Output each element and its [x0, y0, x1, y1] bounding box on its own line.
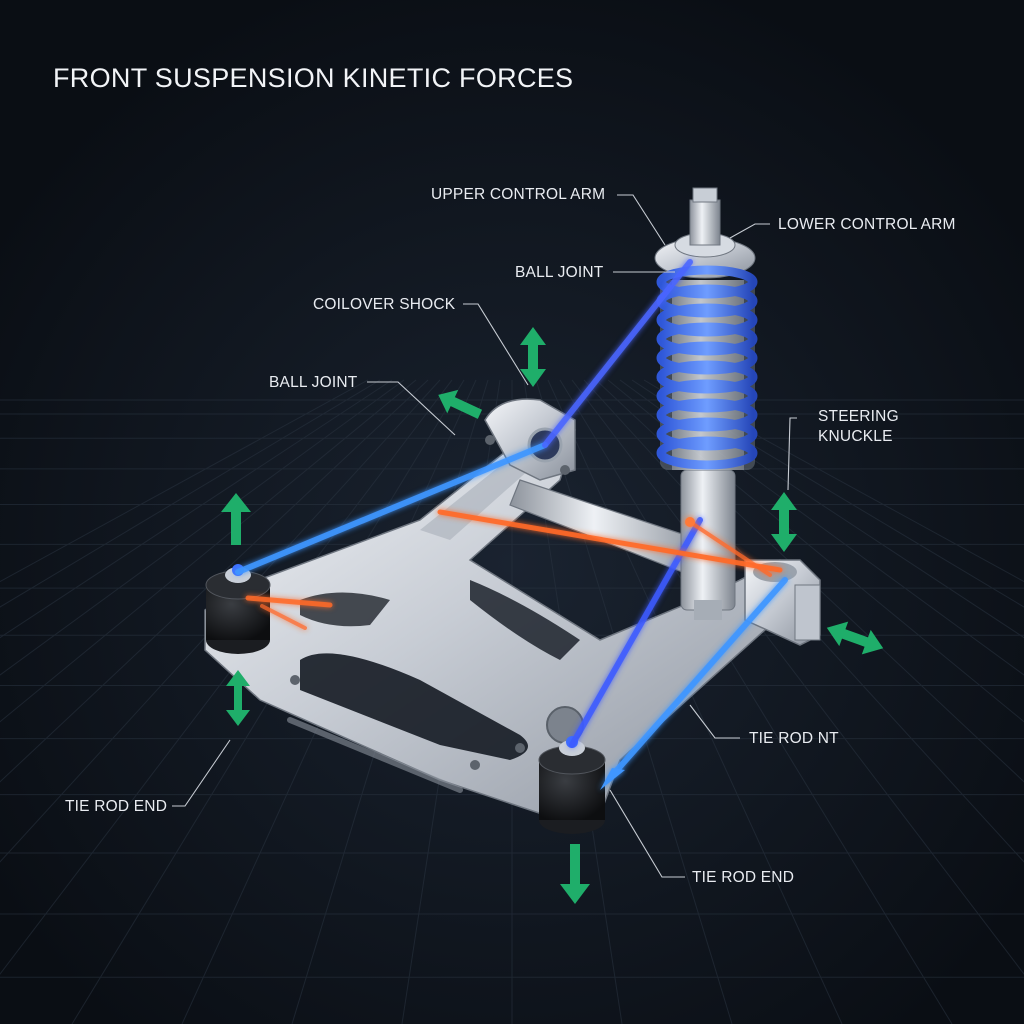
orange-force-line: [688, 520, 772, 577]
blue-force-lines: [235, 259, 788, 790]
double-arrow-horizontal: [826, 621, 884, 655]
label-upper-control-arm: UPPER CONTROL ARM: [431, 186, 606, 203]
up-arrow: [221, 493, 251, 545]
bottom-bushing: [538, 736, 606, 834]
label-tie-rod-nt: TIE ROD NT: [749, 730, 839, 747]
coilover-shock: [654, 187, 758, 620]
coil-spring: [656, 265, 758, 470]
blue-force-line: [569, 517, 703, 748]
spring-coil: [656, 265, 758, 299]
spring-coil: [656, 341, 758, 375]
blue-force-line: [542, 259, 693, 448]
double-arrow-vertical: [520, 327, 546, 387]
page-title: FRONT SUSPENSION KINETIC FORCES: [53, 63, 574, 93]
label-ball-joint-left: BALL JOINT: [269, 374, 358, 391]
orange-force-line: [245, 595, 333, 608]
spring-coil: [656, 322, 758, 356]
label-ball-joint-top: BALL JOINT: [515, 264, 604, 281]
double-arrow-vertical: [226, 670, 250, 726]
label-lower-control-arm: LOWER CONTROL ARM: [778, 216, 956, 233]
orange-force-line: [437, 509, 783, 573]
orange-force-lines: [245, 509, 783, 630]
blue-force-line: [235, 442, 548, 575]
label-tie-rod-end-bottom: TIE ROD END: [692, 869, 795, 886]
blue-arrowhead: [600, 768, 625, 790]
spring-coil: [656, 360, 758, 394]
spring-coil: [656, 436, 758, 470]
spring-coil: [656, 303, 758, 337]
spring-coil: [656, 379, 758, 413]
double-arrow-vertical: [771, 492, 797, 552]
leader-lines: [172, 194, 797, 878]
spring-coil: [656, 398, 758, 432]
label-steering: STEERING: [818, 408, 899, 425]
blue-force-line: [607, 577, 788, 781]
spring-coil: [656, 417, 758, 451]
left-bushing: [205, 564, 271, 654]
down-arrow: [560, 844, 590, 904]
label-knuckle: KNUCKLE: [818, 428, 893, 445]
label-coilover-shock: COILOVER SHOCK: [313, 296, 456, 313]
orange-force-line: [260, 604, 307, 630]
diagonal-arrow: [438, 389, 483, 419]
label-tie-rod-end-left: TIE ROD END: [65, 798, 168, 815]
orange-node: [685, 517, 695, 527]
motion-arrows: [221, 327, 884, 904]
